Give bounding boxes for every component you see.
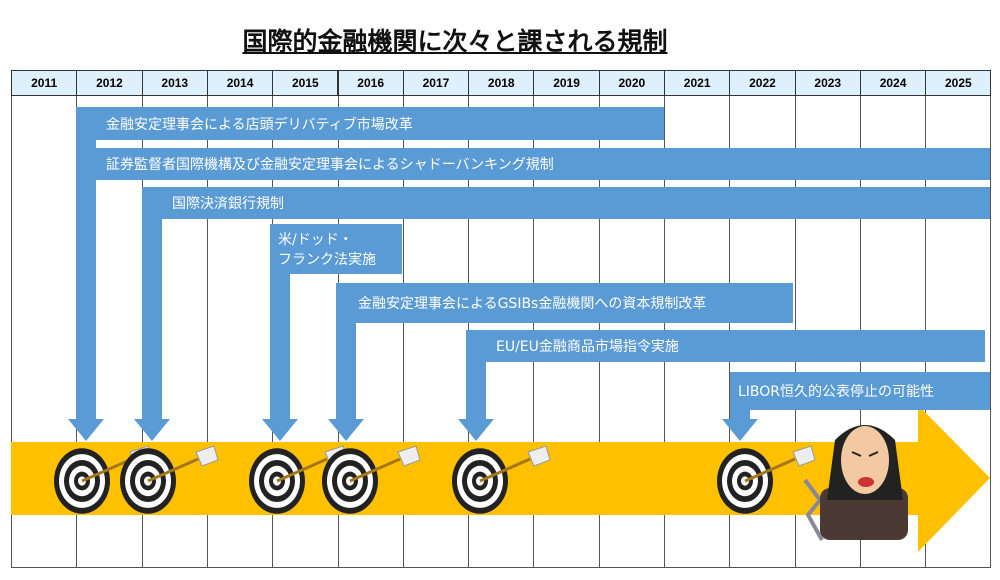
year-header: 2024: [859, 70, 927, 96]
year-header: 2020: [598, 70, 665, 96]
target-icon: [120, 445, 219, 514]
arrow-stem: [336, 323, 356, 420]
year-header: 2018: [468, 70, 535, 96]
year-header: 2016: [337, 70, 404, 96]
regulation-otc-derivatives: 金融安定理事会による店頭デリバティブ市場改革: [76, 107, 664, 140]
arrow-head: [722, 419, 758, 441]
regulation-label: フランク法実施: [278, 252, 376, 268]
regulation-label: 証券監督者国際機構及び金融安定理事会によるシャドーバンキング規制: [106, 157, 554, 173]
target-icon: [322, 445, 421, 514]
year-header: 2014: [206, 70, 274, 96]
year-header: 2015: [272, 70, 339, 96]
grid-bottom-line: [11, 567, 991, 568]
regulation-label: EU/EU金融商品市場指令実施: [496, 339, 679, 355]
target-icon: [717, 445, 816, 514]
regulation-label: 国際決済銀行規制: [172, 196, 284, 212]
target-icon: [452, 445, 551, 514]
year-header: 2021: [664, 70, 731, 96]
year-header: 2012: [76, 70, 143, 96]
year-header: 2025: [925, 70, 992, 96]
regulation-dodd-frank: 米/ドッド・フランク法実施: [270, 224, 402, 274]
regulation-bis: 国際決済銀行規制: [142, 187, 990, 219]
arrow-stem: [730, 410, 750, 420]
arrow-stem: [142, 219, 162, 420]
year-header: 2023: [794, 70, 861, 96]
target-icon: [54, 445, 153, 514]
samurai-illustration: [803, 425, 908, 541]
year-header: 2013: [141, 70, 208, 96]
year-header: 2022: [729, 70, 796, 96]
year-column-line: [990, 96, 991, 568]
arrow-head: [458, 419, 494, 441]
arrow-head: [328, 419, 364, 441]
regulation-label: 金融安定理事会によるGSIBs金融機関への資本規制改革: [358, 296, 707, 312]
arrow-stem: [270, 274, 290, 420]
regulation-label: LIBOR恒久的公表停止の可能性: [738, 384, 935, 400]
regulation-mifid: EU/EU金融商品市場指令実施: [466, 330, 985, 362]
year-header: 2019: [533, 70, 600, 96]
page-title: 国際的金融機関に次々と課される規制: [242, 27, 668, 56]
regulation-shadow-banking: 証券監督者国際機構及び金融安定理事会によるシャドーバンキング規制: [76, 148, 990, 180]
arrow-stem: [76, 140, 96, 420]
year-column-line: [206, 96, 208, 568]
arrow-head: [134, 419, 170, 441]
arrow-head: [68, 419, 104, 441]
regulation-label: 金融安定理事会による店頭デリバティブ市場改革: [106, 116, 413, 133]
arrow-head: [262, 419, 298, 441]
regulation-label: 米/ドッド・: [278, 232, 353, 248]
regulation-gsibs: 金融安定理事会によるGSIBs金融機関への資本規制改革: [336, 283, 793, 323]
year-header: 2011: [11, 70, 78, 96]
regulation-libor: LIBOR恒久的公表停止の可能性: [730, 372, 990, 410]
year-column-line: [11, 96, 12, 568]
arrow-stem: [466, 362, 486, 420]
year-column-line: [402, 96, 404, 568]
year-header: 2017: [402, 70, 470, 96]
